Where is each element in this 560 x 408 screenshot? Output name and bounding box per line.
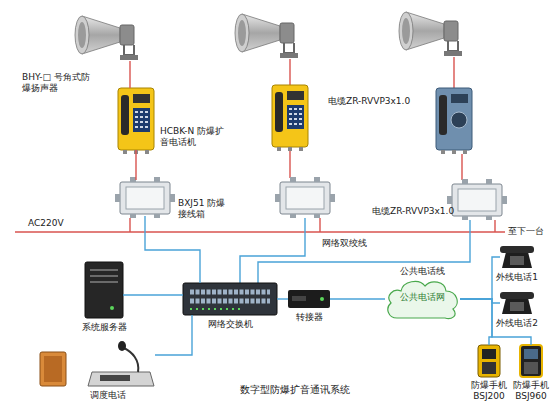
junction-box-icon [275,177,335,218]
power-drop [319,218,320,232]
horn-speaker-icon [399,12,462,56]
device-label: 调度电话 [78,390,138,401]
desk-phone-icon [500,292,534,314]
external-phone: 外线电话1 [500,244,534,270]
network-cable [155,315,192,355]
cable-label: 网络双绞线 [322,238,367,249]
phone-icon [272,85,308,151]
network-cable [277,298,288,299]
cable-label: 电缆ZR-RVVP3x1.0 [328,96,410,107]
device-label: 公共电话网 [385,292,460,303]
network-cable [460,299,492,345]
system-server: 系统服务器 [85,262,123,318]
network-cable [145,216,200,283]
ac-power-line [15,231,505,232]
external-phone: 外线电话2 [500,290,534,316]
device-label: 防爆手机 BSJ200 [470,380,508,402]
cable-label: 至下一台 [508,226,544,237]
explosion-proof-handset: 防爆手机 BSJ960 [520,345,542,377]
device-label: 系统服务器 [74,322,134,333]
junction-box: BXJ51 防爆接线箱 [120,180,170,216]
speaker-cable [289,59,290,85]
junction-box-icon [115,177,175,218]
diagram-caption: 数字型防爆扩音通讯系统 [240,384,350,396]
cable-label: 公共电话线 [400,266,445,277]
network-cable-wiring [240,218,470,283]
device-label: 转接器 [284,312,334,323]
phone-cable [461,154,462,180]
network-cable [460,257,500,299]
power-drop [129,218,130,232]
device-label: 防爆手机 BSJ960 [512,380,550,402]
dispatch-phone: 调度电话 [38,340,155,388]
adapter: 转接器 [288,290,330,308]
junction-box-icon [447,179,507,220]
device-label: 网络交换机 [183,319,277,330]
power-cable [129,61,130,88]
dispatch-phone-icon [40,341,154,386]
network-cable [258,220,470,283]
phone-cable [289,151,290,178]
horn-speaker-icon [235,14,298,58]
network-cable [123,294,183,295]
network-switch: 网络交换机 [183,283,277,315]
telephone-network-cloud: 公共电话网 [385,278,460,320]
device-label: 外线电话2 [495,318,539,329]
handset-icon [478,345,500,377]
device-label: HCBK-N 防爆扩音电话机 [160,126,226,148]
power-cable-wiring [15,57,505,232]
cable-label: 电缆ZR-RVVP3x1.0 [372,206,454,217]
network-cable [330,298,385,299]
phone-icon [118,88,154,154]
network-cable [240,218,305,283]
horn-speaker-icon [75,16,138,60]
adapter-icon [288,290,330,308]
horn-speaker: BHY-□ 号角式防爆扬声器 [68,12,140,61]
device-label: BHY-□ 号角式防爆扬声器 [22,72,94,94]
cable-label: AC220V [28,218,64,229]
device-label: 外线电话1 [495,272,539,283]
device-label: BXJ51 防爆接线箱 [178,198,228,220]
switch-icon [183,283,277,315]
explosion-proof-handset: 防爆手机 BSJ200 [478,345,500,377]
explosion-proof-phone: HCBK-N 防爆扩音电话机 [118,88,154,150]
speaker-cable [453,57,454,88]
desk-phone-icon [500,246,534,268]
power-drop [494,220,495,232]
server-icon [85,262,123,318]
power-cable [135,150,136,180]
phone-icon [436,88,472,154]
handset-icon [520,345,542,377]
